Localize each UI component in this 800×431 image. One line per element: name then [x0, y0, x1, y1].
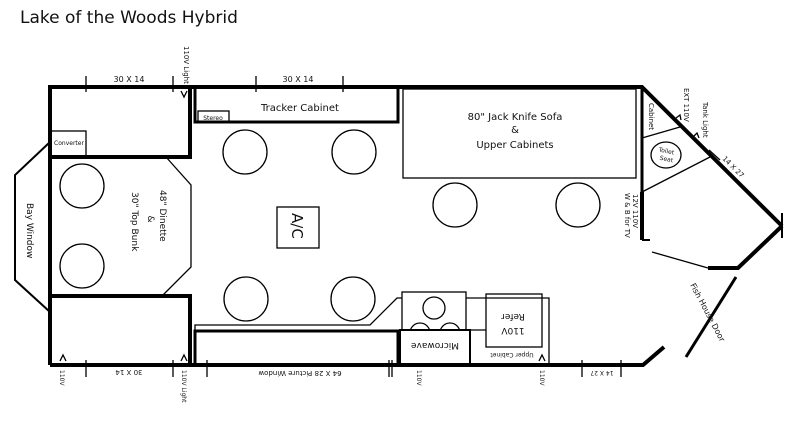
seats [59, 129, 601, 322]
stove [401, 291, 467, 331]
sofa-label-2: & [511, 125, 519, 136]
ext-110v-label: EXT 110V [682, 88, 690, 122]
dinette [161, 156, 192, 297]
toilet-label-1: Toilet [657, 146, 675, 156]
tv-label-1: 12V 110V [631, 194, 639, 228]
dinette-label-3: 30" Top Bunk [129, 192, 139, 252]
top-window-mid-label: 30 X 14 [283, 75, 314, 84]
cabinet-label: Cabinet [647, 103, 655, 130]
microwave [399, 329, 471, 365]
dinette-label-2: & [145, 215, 155, 222]
converter-box [50, 130, 87, 158]
tank-light-label: Tank Light [701, 101, 709, 138]
upper-cabinet-label: Upper Cabinet [490, 351, 534, 358]
tracker-cabinet [193, 87, 400, 124]
picture-window-counter [193, 329, 400, 367]
bay-window-label: Bay Window [24, 203, 34, 258]
converter-label: Converter [54, 140, 84, 147]
bottom-110v-right-label: 110V [538, 370, 545, 386]
bottom-110v-mid-label: 110V [415, 370, 422, 386]
sofa [402, 88, 637, 179]
dinette-label-1: 48" Dinette [157, 190, 167, 242]
top-window-left-label: 30 X 14 [114, 75, 145, 84]
bay-window [14, 141, 51, 313]
top-light-label: 110V Light [182, 46, 190, 84]
bottom-light-label: 110V Light [180, 370, 187, 403]
sofa-label-3: Upper Cabinets [476, 140, 553, 151]
bottom-window-right-label: 14 X 27 [590, 369, 613, 376]
tv-label-2: W & B for TV [623, 193, 631, 238]
sofa-label-1: 80" Jack Knife Sofa [468, 112, 563, 123]
stereo-box [197, 110, 230, 123]
page-title: Lake of the Woods Hybrid [20, 8, 238, 28]
ac-unit [276, 206, 320, 249]
refrigerator [485, 293, 543, 348]
stereo-label: Stereo [203, 115, 223, 122]
bottom-110v-left-label: 110V [58, 370, 65, 386]
refer-label-1: Refer [501, 311, 525, 321]
picture-window-label: 64 X 28 Picture Window [258, 369, 341, 377]
fish-house-door-label: Fish House Door [688, 282, 727, 344]
toilet-label-2: Seat [659, 155, 674, 165]
toilet [650, 141, 682, 169]
ac-label: A/C [288, 213, 306, 239]
dimension-ticks [59, 76, 741, 377]
microwave-label: Microwave [411, 340, 459, 350]
front-left-cabinet [50, 87, 192, 159]
rear-left-cabinet [50, 294, 192, 365]
tracker-cabinet-label: Tracker Cabinet [260, 103, 339, 114]
refer-label-2: 110V [500, 325, 524, 335]
bottom-window-left-label: 30 X 14 [115, 368, 143, 376]
